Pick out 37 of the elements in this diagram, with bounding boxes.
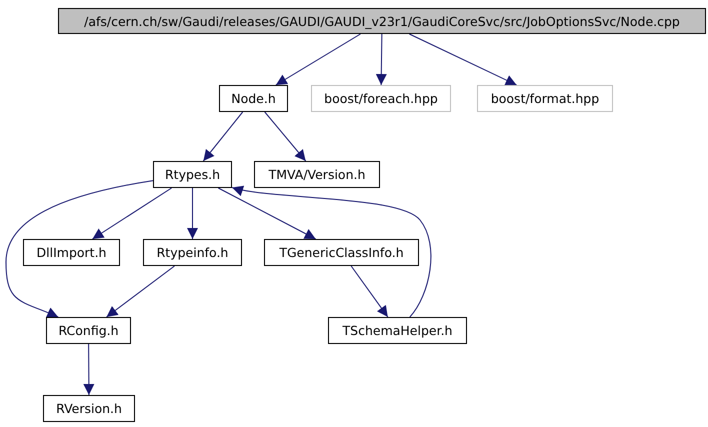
arrow [83, 344, 94, 396]
file-box [264, 239, 419, 266]
arrow [408, 34, 518, 86]
file-box [143, 239, 242, 266]
file-name: DllImport.h [36, 245, 106, 260]
file-box [23, 239, 120, 266]
file-box [153, 161, 232, 188]
file-box [46, 317, 131, 344]
file-box [254, 161, 380, 188]
arrow [106, 266, 175, 318]
file-name: boost/foreach.hpp [324, 91, 438, 106]
file-name: TSchemaHelper.h [342, 323, 452, 338]
file-name: RConfig.h [58, 323, 119, 338]
file-name: RVersion.h [56, 401, 122, 416]
file-name: TMVA/Version.h [268, 167, 366, 182]
arrow [264, 112, 306, 162]
file-box [219, 85, 288, 112]
file-name: Rtypeinfo.h [156, 245, 228, 260]
file-box [43, 395, 135, 422]
file-name: TGenericClassInfo.h [279, 245, 404, 260]
arrow [6, 180, 154, 318]
arrow [218, 188, 316, 240]
file-box [311, 85, 451, 112]
file-box [328, 317, 467, 344]
arrow [376, 34, 387, 86]
arrow [202, 112, 244, 162]
file-box [58, 8, 706, 34]
file-name: Node.h [231, 91, 276, 106]
file-box [477, 85, 613, 112]
file-name: boost/format.hpp [490, 91, 600, 106]
arrow [350, 266, 388, 318]
arrow [92, 188, 172, 240]
arrow [275, 34, 361, 86]
arrow [187, 188, 198, 240]
arrow [232, 184, 432, 318]
file-name: /afs/cern.ch/sw/Gaudi/releases/GAUDI/GAUDI_v23r1/GaudiCoreSvc/src/JobOptionsSvc/Node.cpp [84, 14, 680, 28]
file-name: Rtypes.h [164, 167, 220, 182]
